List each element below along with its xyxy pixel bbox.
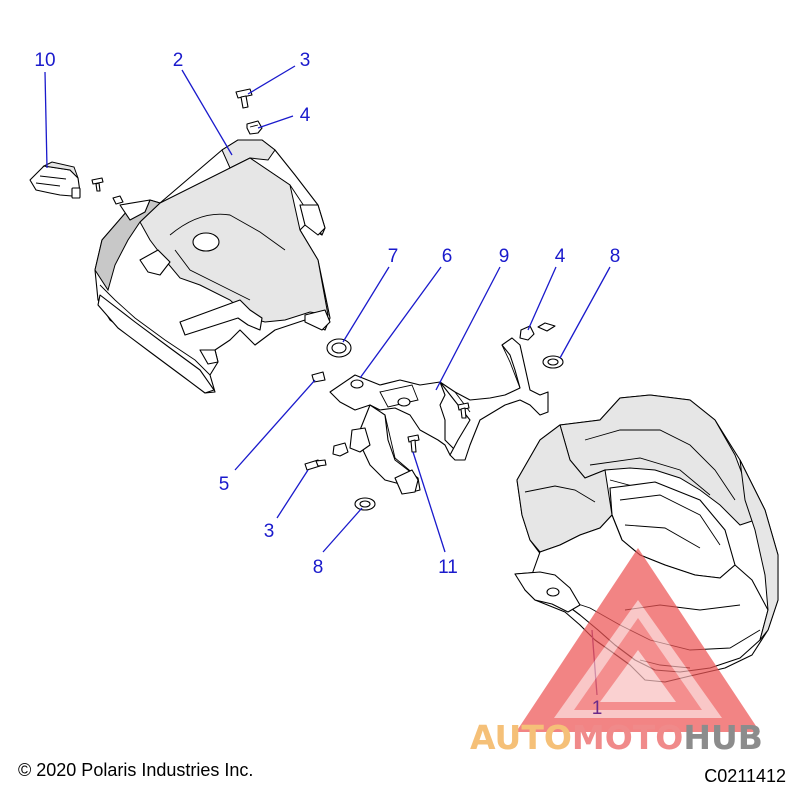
watermark-moto: MOTO <box>572 718 683 757</box>
callout-4-top: 4 <box>300 105 311 126</box>
part-10-switch <box>29 161 81 199</box>
part-4-nut-right <box>519 325 535 341</box>
callout-6: 6 <box>442 246 453 267</box>
callout-11: 11 <box>438 557 458 578</box>
nut-small-a <box>112 195 124 205</box>
callout-10: 10 <box>34 50 55 71</box>
screw-small-a <box>91 177 104 192</box>
leader-7 <box>342 266 390 343</box>
watermark-auto: AUTO <box>470 718 572 757</box>
part-2-upper-housing <box>94 139 331 394</box>
leader-6 <box>359 266 442 379</box>
screw-bracket-mid <box>457 402 470 419</box>
part-7-grommet <box>326 338 352 358</box>
part-1-lower-housing <box>514 394 779 683</box>
part-11-screw <box>407 434 420 453</box>
callout-3-lower: 3 <box>264 521 275 542</box>
leader-8b <box>322 507 363 553</box>
automotohub-watermark <box>516 548 760 732</box>
part-8-grommet-lower <box>354 497 376 511</box>
part-9-bracket <box>329 337 549 495</box>
callout-2: 2 <box>173 50 184 71</box>
drawing-id: C0211412 <box>704 766 786 786</box>
watermark-text: AUTOMOTOHUB <box>470 718 763 757</box>
callout-3-top: 3 <box>300 50 311 71</box>
callout-9: 9 <box>499 246 510 267</box>
leader-3b <box>276 469 309 519</box>
callout-8-right: 8 <box>610 246 621 267</box>
callout-8-lower: 8 <box>313 557 324 578</box>
part-5-screw <box>311 371 326 383</box>
leader-11 <box>412 451 446 553</box>
screw-right <box>537 322 556 332</box>
part-8-grommet-right <box>542 355 564 369</box>
callout-7: 7 <box>388 246 399 267</box>
copyright-notice: © 2020 Polaris Industries Inc. <box>18 760 254 780</box>
callout-labels: 10 2 3 4 7 6 9 4 8 5 3 8 11 1 <box>34 50 620 719</box>
leader-8a <box>559 266 611 359</box>
callout-1: 1 <box>592 698 603 719</box>
callout-4-right: 4 <box>555 246 566 267</box>
watermark-hub: HUB <box>683 718 763 757</box>
leader-4a <box>257 115 294 129</box>
part-4-nut-top <box>246 120 263 135</box>
clip-nut-left <box>332 442 349 457</box>
leader-lines <box>44 65 611 696</box>
part-3-screw-lower <box>304 459 327 471</box>
leader-3a <box>247 65 296 95</box>
leader-2 <box>181 69 233 156</box>
part-3-screw-top <box>235 88 253 109</box>
leader-10 <box>44 71 48 169</box>
leader-4b <box>527 266 557 331</box>
leader-9 <box>435 266 501 391</box>
callout-5: 5 <box>219 474 230 495</box>
leader-5 <box>234 379 316 471</box>
